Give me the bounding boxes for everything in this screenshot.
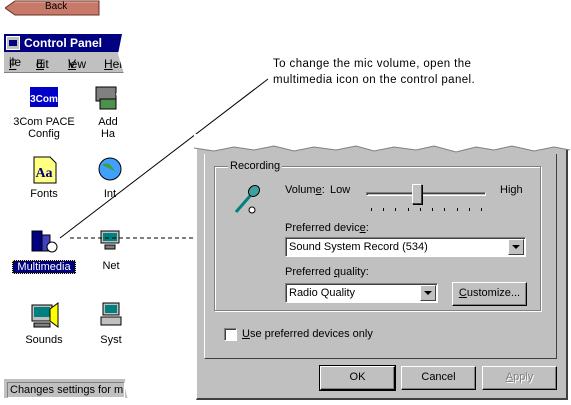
volume-slider-thumb[interactable] bbox=[412, 184, 422, 204]
preferred-device-value: Sound System Record (534) bbox=[289, 241, 428, 253]
icon-sounds[interactable]: Sounds bbox=[16, 299, 72, 346]
back-button[interactable]: Back bbox=[5, 0, 101, 16]
volume-slider-track bbox=[366, 192, 486, 196]
svg-text:Aa: Aa bbox=[35, 166, 52, 181]
multimedia-properties-dialog: Recording Volume: Low High Preferred dev… bbox=[194, 134, 570, 400]
volume-slider-tick bbox=[469, 208, 470, 211]
internet-icon bbox=[94, 153, 126, 185]
icon-label: Fonts bbox=[30, 188, 58, 200]
sounds-icon bbox=[28, 299, 60, 331]
icon-internet[interactable]: Int bbox=[90, 153, 128, 200]
add-hardware-icon bbox=[92, 81, 124, 113]
3com-icon: 3Com bbox=[28, 81, 60, 113]
annotation-line-1: To change the mic volume, open the bbox=[273, 58, 472, 70]
control-panel-window-icon bbox=[6, 36, 20, 50]
icon-label: Ha bbox=[100, 128, 116, 140]
volume-slider-tick bbox=[395, 208, 396, 211]
recording-group-label: Recording bbox=[228, 160, 283, 172]
volume-slider-tick bbox=[481, 208, 482, 211]
preferred-quality-label: Preferred quality: bbox=[285, 266, 369, 278]
use-preferred-devices-label: Use preferred devices only bbox=[242, 328, 373, 340]
preferred-quality-value: Radio Quality bbox=[289, 287, 356, 299]
status-bar: Changes settings for m bbox=[4, 378, 128, 398]
back-arrow-icon bbox=[5, 0, 100, 16]
volume-slider-tick bbox=[383, 208, 384, 211]
volume-slider-tick bbox=[408, 208, 409, 211]
preferred-quality-select[interactable]: Radio Quality bbox=[285, 283, 438, 303]
volume-slider-tick bbox=[420, 208, 421, 211]
volume-slider-tick bbox=[371, 208, 372, 211]
torn-top-edge-decoration bbox=[194, 134, 570, 153]
audio-tab-page bbox=[204, 154, 557, 359]
icon-label: 3Com PACE bbox=[13, 116, 75, 128]
chevron-down-icon[interactable] bbox=[420, 285, 436, 301]
preferred-device-select[interactable]: Sound System Record (534) bbox=[285, 237, 526, 257]
icon-label: Add bbox=[98, 116, 118, 128]
icon-system[interactable]: Syst bbox=[92, 299, 128, 346]
back-button-label: Back bbox=[45, 1, 68, 12]
recording-group bbox=[214, 166, 541, 311]
control-panel-titlebar[interactable]: Control Panel bbox=[4, 34, 128, 52]
volume-slider-tick bbox=[457, 208, 458, 211]
icon-label-selected: Multimedia bbox=[12, 260, 76, 274]
use-preferred-devices-checkbox[interactable] bbox=[224, 328, 237, 341]
icon-3com-pace-config[interactable]: 3Com 3Com PACE Config bbox=[9, 81, 79, 140]
volume-label: Volume: bbox=[285, 184, 325, 196]
volume-slider-tick bbox=[444, 208, 445, 211]
status-text: Changes settings for m bbox=[7, 382, 125, 398]
annotation-line-2: multimedia icon on the control panel. bbox=[273, 74, 476, 86]
cancel-button[interactable]: Cancel bbox=[401, 366, 476, 390]
icon-label: Net bbox=[102, 260, 120, 272]
network-icon bbox=[95, 225, 127, 257]
icon-multimedia[interactable]: Multimedia bbox=[12, 225, 76, 274]
icon-fonts[interactable]: Aa Fonts bbox=[14, 153, 74, 200]
icon-add-hardware[interactable]: Add Ha bbox=[86, 81, 128, 140]
volume-low-label: Low bbox=[330, 184, 351, 196]
volume-slider[interactable] bbox=[366, 184, 486, 211]
icon-label: Config bbox=[28, 128, 60, 140]
preferred-device-label: Preferred device: bbox=[285, 222, 369, 234]
volume-slider-tick bbox=[432, 208, 433, 211]
icon-label: Syst bbox=[100, 334, 122, 346]
volume-high-label: High bbox=[500, 184, 523, 196]
icon-label: Sounds bbox=[25, 334, 63, 346]
svg-text:3Com: 3Com bbox=[30, 94, 58, 105]
annotation-text: To change the mic volume, open the multim… bbox=[273, 56, 475, 88]
fonts-icon: Aa bbox=[28, 153, 60, 185]
torn-edge-decoration bbox=[116, 34, 130, 400]
icon-network[interactable]: Net bbox=[92, 225, 128, 272]
microphone-icon bbox=[234, 184, 261, 214]
window-title: Control Panel bbox=[24, 36, 103, 50]
system-icon bbox=[95, 299, 127, 331]
apply-button[interactable]: Apply bbox=[482, 366, 557, 390]
control-panel-icon-area: 3Com 3Com PACE Config Add Ha bbox=[4, 72, 128, 380]
ok-button[interactable]: OK bbox=[319, 365, 396, 391]
multimedia-icon bbox=[28, 225, 60, 257]
chevron-down-icon[interactable] bbox=[508, 239, 524, 255]
customize-button[interactable]: Customize... bbox=[452, 282, 527, 306]
